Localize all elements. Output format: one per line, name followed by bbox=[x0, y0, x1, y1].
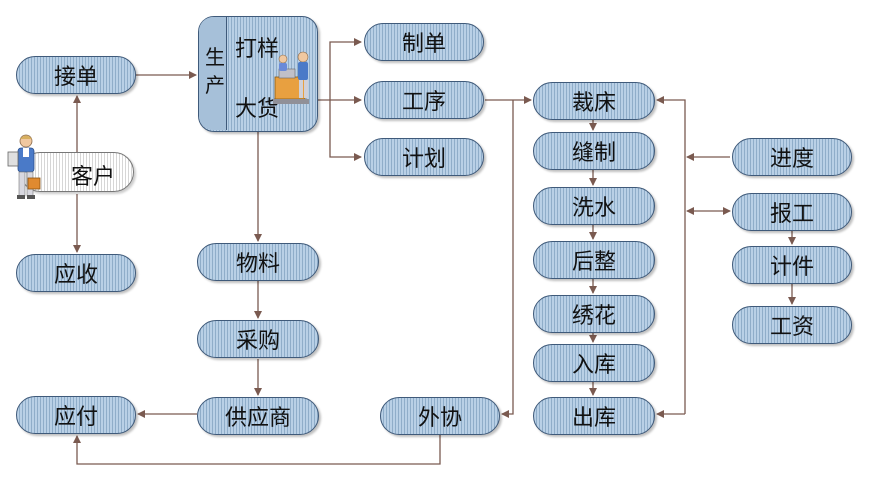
node-stock-out[interactable]: 出库 bbox=[533, 397, 655, 435]
node-outsource[interactable]: 外协 bbox=[380, 397, 500, 435]
node-progress[interactable]: 进度 bbox=[732, 138, 852, 176]
production-sampling-label: 打样 bbox=[235, 37, 280, 62]
node-production[interactable]: 生产 打样 大货 bbox=[198, 16, 318, 132]
production-tab: 生产 bbox=[199, 17, 227, 130]
edge-bracket-to-cutting bbox=[656, 96, 686, 414]
edge-outsource-to-payable bbox=[73, 434, 441, 465]
factory-workers-icon bbox=[273, 51, 309, 104]
node-payable[interactable]: 应付 bbox=[16, 396, 136, 434]
node-sewing[interactable]: 缝制 bbox=[533, 132, 655, 170]
edge-process-to-outsource bbox=[501, 100, 514, 418]
node-report-work[interactable]: 报工 bbox=[732, 193, 852, 231]
node-finishing[interactable]: 后整 bbox=[533, 241, 655, 279]
edge-production-to-make-order bbox=[318, 38, 362, 101]
person-with-briefcase-icon bbox=[7, 134, 41, 199]
node-make-order[interactable]: 制单 bbox=[364, 23, 484, 61]
edge-production-to-plan bbox=[329, 100, 362, 161]
node-materials[interactable]: 物料 bbox=[197, 243, 319, 281]
node-stock-in[interactable]: 入库 bbox=[533, 344, 655, 382]
node-washing[interactable]: 洗水 bbox=[533, 187, 655, 225]
node-receive-order[interactable]: 接单 bbox=[16, 56, 136, 94]
node-customer[interactable]: 客户 bbox=[20, 152, 134, 192]
production-tab-label: 生产 bbox=[205, 45, 225, 97]
node-plan[interactable]: 计划 bbox=[364, 138, 484, 176]
node-wages[interactable]: 工资 bbox=[732, 306, 852, 344]
node-process[interactable]: 工序 bbox=[364, 81, 484, 119]
node-embroidery[interactable]: 绣花 bbox=[533, 295, 655, 333]
node-piecework[interactable]: 计件 bbox=[732, 246, 852, 284]
node-receivable[interactable]: 应收 bbox=[16, 254, 136, 292]
customer-label: 客户 bbox=[71, 165, 116, 190]
node-cutting[interactable]: 裁床 bbox=[533, 82, 655, 120]
node-supplier[interactable]: 供应商 bbox=[197, 397, 319, 435]
node-purchase[interactable]: 采购 bbox=[197, 320, 319, 358]
production-bulk-label: 大货 bbox=[235, 97, 280, 122]
